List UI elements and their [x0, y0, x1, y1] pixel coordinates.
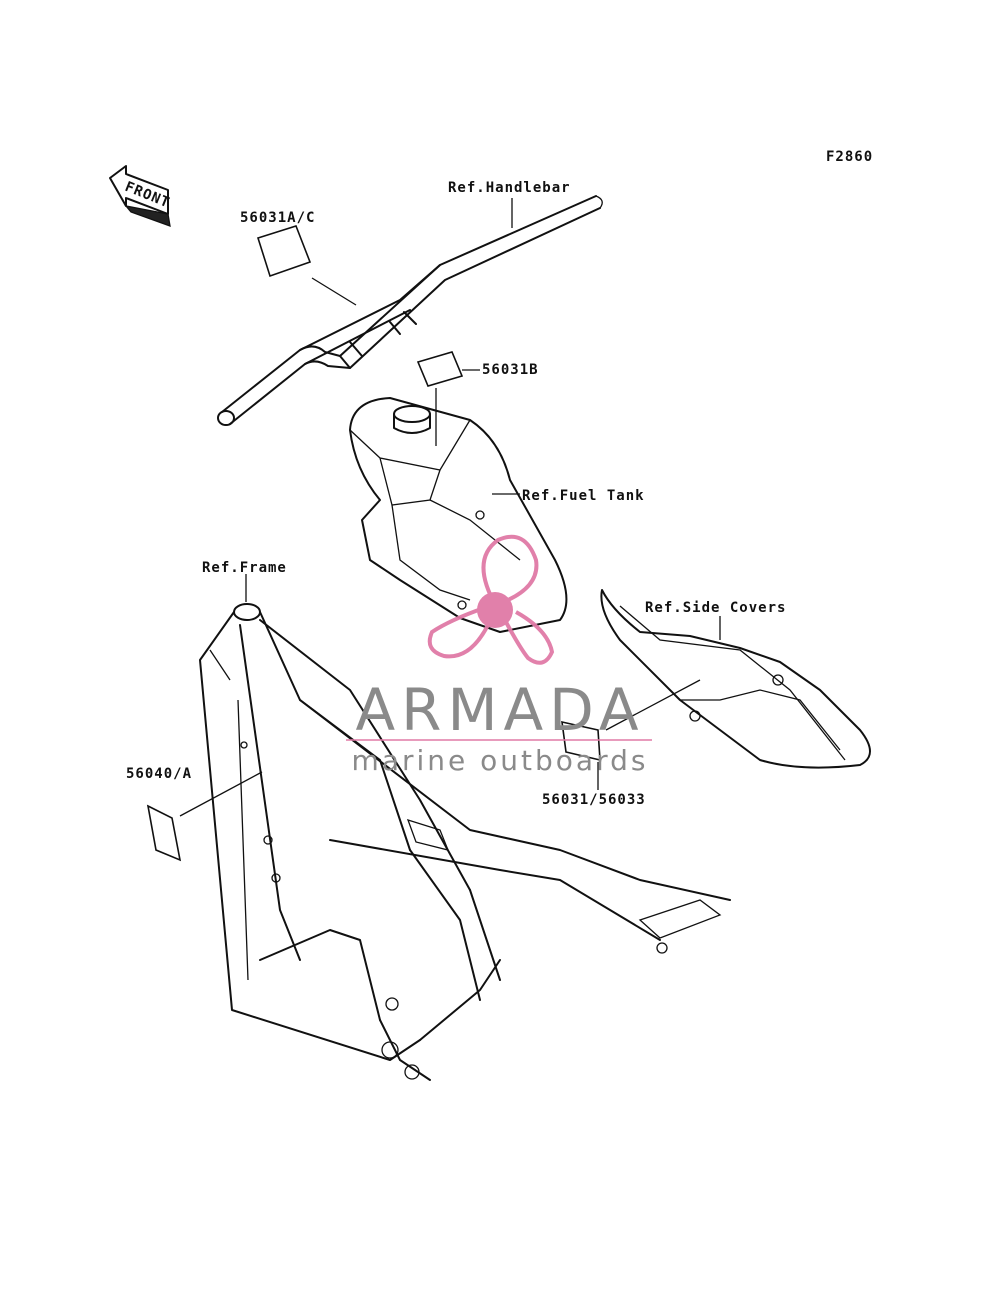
decal-56040a	[146, 804, 182, 862]
watermark-logo-icon	[427, 534, 555, 665]
front-arrow-icon: FRONT	[109, 165, 172, 227]
watermark-subtitle: marine outboards	[352, 744, 649, 777]
decal-56031ac	[256, 225, 312, 278]
watermark-title: ARMADA	[355, 676, 644, 744]
label-frame: Ref.Frame	[202, 560, 287, 576]
side-cover	[600, 589, 871, 769]
figure-code: F2860	[826, 149, 873, 165]
label-decal-56031b: 56031B	[482, 362, 539, 378]
fuel-tank	[349, 397, 568, 633]
label-fuel-tank: Ref.Fuel Tank	[522, 488, 645, 504]
handlebar	[217, 195, 603, 426]
label-decal-56031-56033: 56031/56033	[542, 792, 646, 808]
label-handlebar: Ref.Handlebar	[448, 180, 571, 196]
label-side-covers: Ref.Side Covers	[645, 600, 786, 616]
frame	[199, 603, 731, 1081]
label-decal-56040a: 56040/A	[126, 766, 192, 782]
decal-56031b	[416, 351, 464, 387]
label-decal-56031ac: 56031A/C	[240, 210, 315, 226]
decal-56031-56033	[561, 720, 601, 762]
